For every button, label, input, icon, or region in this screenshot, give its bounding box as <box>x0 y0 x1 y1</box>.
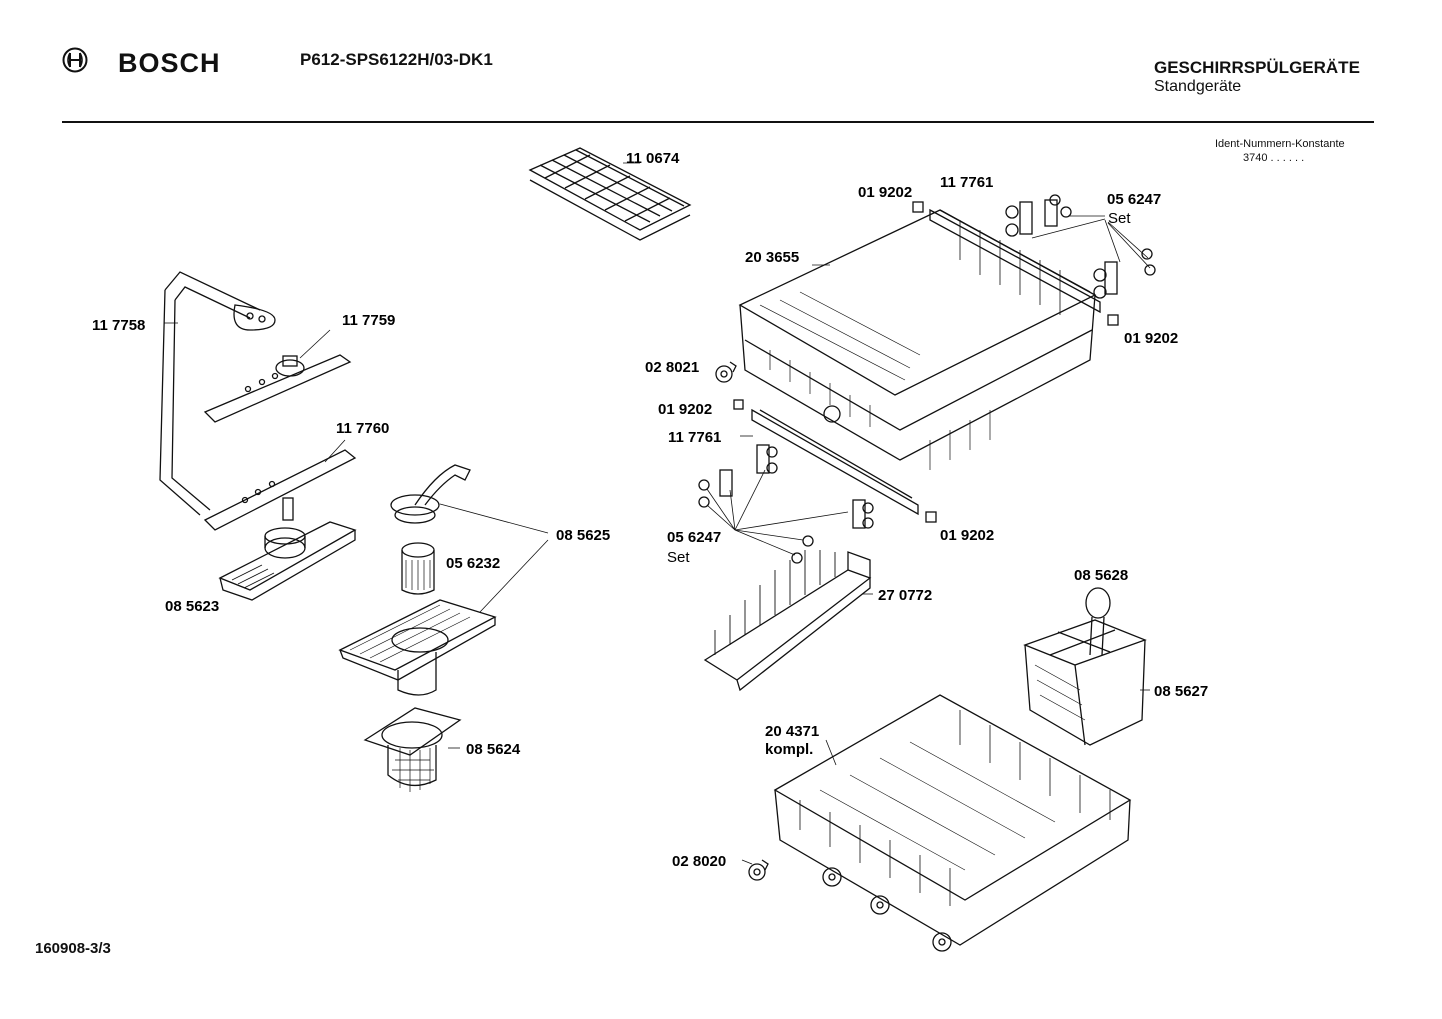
cutlery-grid-drawing <box>528 147 692 241</box>
plate-rack-drawing <box>703 550 872 692</box>
label-019202-top: 01 9202 <box>858 184 912 201</box>
label-056247-bot: 05 6247 <box>667 529 721 546</box>
label-085627: 08 5627 <box>1154 683 1208 700</box>
label-set-bot: Set <box>667 549 690 566</box>
label-110674: 11 0674 <box>626 150 680 167</box>
upper-spray-arm-drawing <box>203 354 352 423</box>
roller-set-top-drawing <box>1005 194 1156 299</box>
label-117759: 11 7759 <box>342 312 395 329</box>
label-kompl: kompl. <box>765 741 813 758</box>
label-085624: 08 5624 <box>466 741 521 758</box>
label-117760: 11 7760 <box>336 420 389 437</box>
lower-basket-drawing <box>773 694 1132 952</box>
label-056232: 05 6232 <box>446 555 500 572</box>
top-rail-drawing <box>929 208 1101 314</box>
rail-stop-mid-drawing <box>733 399 744 410</box>
filter-assembly-drawing <box>338 464 497 696</box>
label-117758: 11 7758 <box>92 317 145 334</box>
label-019202-right: 01 9202 <box>1124 330 1178 347</box>
upper-wheel-drawing <box>715 361 737 383</box>
category-title: GESCHIRRSPÜLGERÄTE <box>1154 58 1360 77</box>
label-019202-mid: 01 9202 <box>658 401 712 418</box>
brand-name: BOSCH <box>118 48 221 78</box>
rail-stop-right-drawing <box>1107 314 1119 326</box>
rail-stop-bottom-drawing <box>925 511 937 523</box>
model-number: P612-SPS6122H/03-DK1 <box>300 50 493 69</box>
label-set-top: Set <box>1108 210 1131 227</box>
label-117761-mid: 11 7761 <box>668 429 721 446</box>
bosch-logo-icon <box>62 47 88 73</box>
label-085623: 08 5623 <box>165 598 219 615</box>
label-204371: 20 4371 <box>765 723 819 740</box>
label-056247-top: 05 6247 <box>1107 191 1161 208</box>
lower-wheel-drawing <box>748 859 769 881</box>
lower-rail-drawing <box>751 408 919 516</box>
ident-label: Ident-Nummern-Konstante <box>1215 138 1345 150</box>
leader-lines <box>164 162 1151 865</box>
micro-filter-drawing <box>363 707 462 792</box>
upper-basket-drawing <box>738 209 1097 470</box>
label-085625: 08 5625 <box>556 527 610 544</box>
rail-stop-top-drawing <box>912 201 924 213</box>
label-085628: 08 5628 <box>1074 567 1128 584</box>
label-028020: 02 8020 <box>672 853 726 870</box>
coarse-filter-drawing <box>218 521 357 601</box>
label-028021: 02 8021 <box>645 359 699 376</box>
lower-spray-arm-drawing <box>203 449 357 531</box>
spray-pipe-drawing <box>159 271 276 516</box>
subcategory-title: Standgeräte <box>1154 78 1242 95</box>
label-270772: 27 0772 <box>878 587 932 604</box>
label-117761-top: 11 7761 <box>940 174 993 191</box>
drawing-number: 160908-3/3 <box>35 940 111 957</box>
label-019202-bot: 01 9202 <box>940 527 994 544</box>
cutlery-basket-drawing <box>1023 587 1147 746</box>
label-203655: 20 3655 <box>745 249 799 266</box>
ident-value: 3740 . . . . . . <box>1243 152 1305 164</box>
roller-set-bottom-drawing <box>698 444 874 564</box>
header-rule <box>62 121 1374 123</box>
